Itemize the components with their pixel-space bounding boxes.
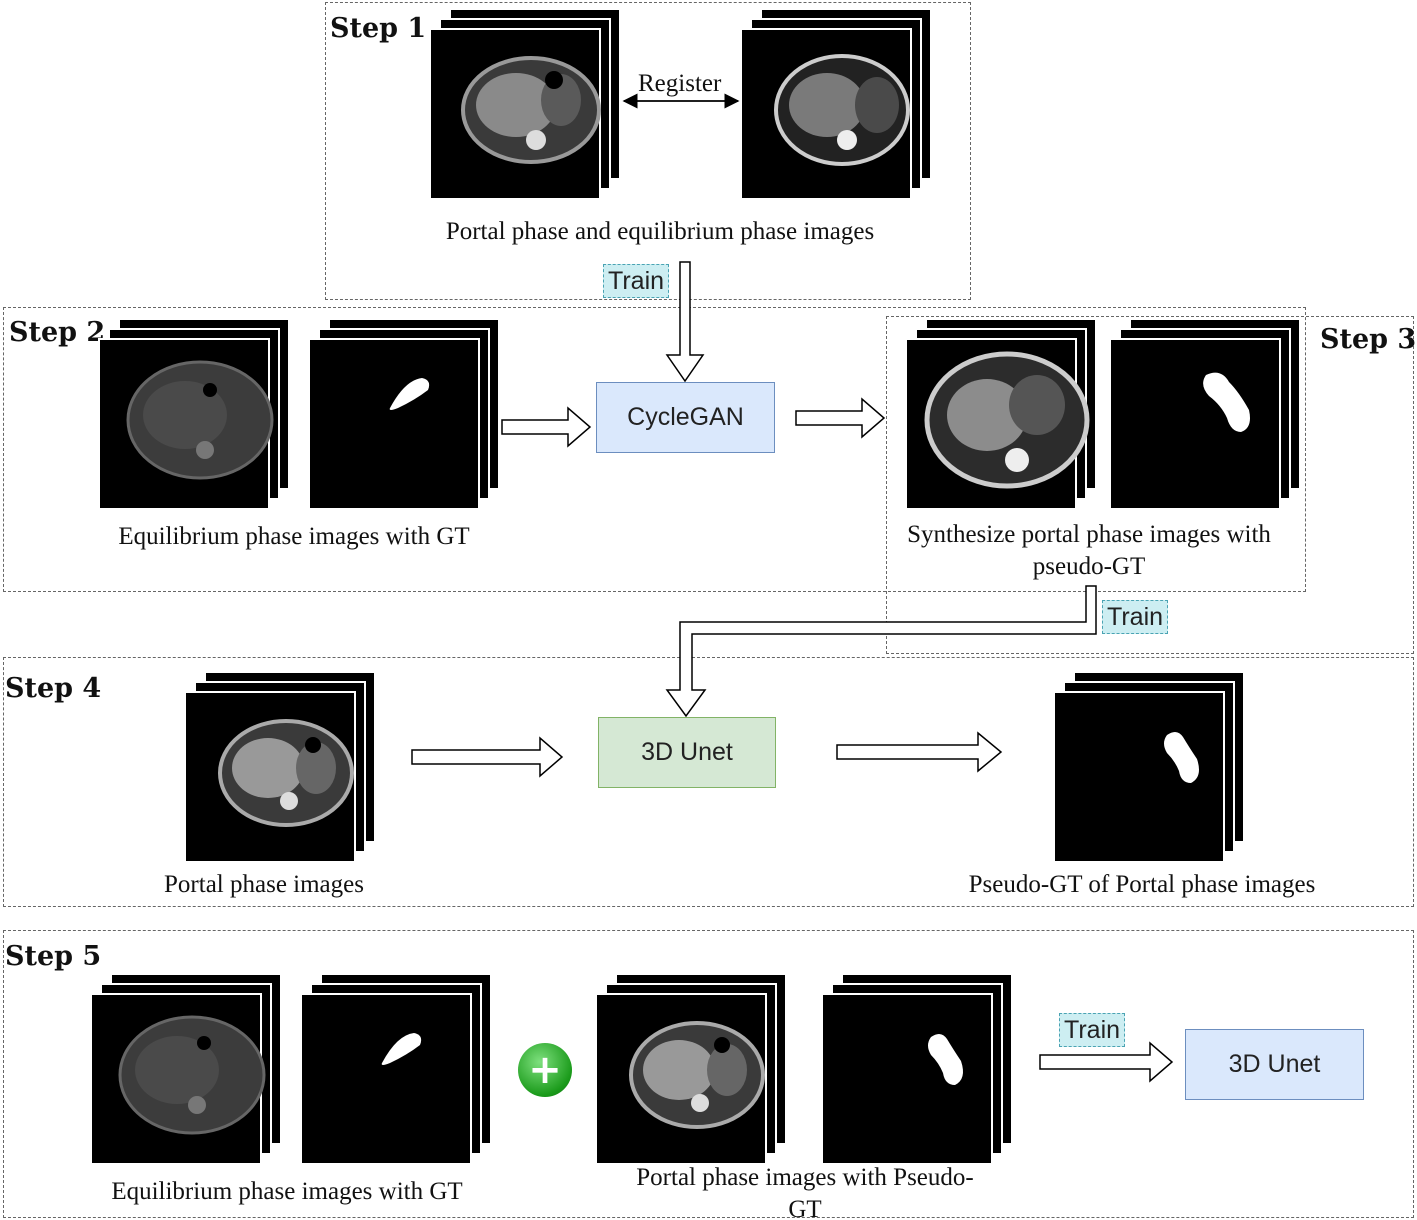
segmentation-mask-stack-icon (300, 973, 492, 1165)
plus-circle-icon: + (518, 1043, 572, 1097)
step5-caption-right: Portal phase images with Pseudo-GT (636, 1164, 974, 1218)
step4-caption-right: Pseudo-GT of Portal phase images (968, 871, 1316, 898)
step3-title: Step 3 (1320, 324, 1417, 355)
train-label-step3: Train (1102, 600, 1169, 634)
step1-caption: Portal phase and equilibrium phase image… (445, 218, 875, 245)
train-arrow-step3 (665, 585, 1097, 718)
step5-box (3, 930, 1414, 1218)
step2-title: Step 2 (9, 317, 106, 348)
flow-arrow (501, 406, 592, 448)
ct-slice-stack-icon (90, 973, 282, 1165)
step2-caption: Equilibrium phase images with GT (118, 523, 470, 550)
segmentation-mask-stack-icon (1109, 318, 1301, 510)
cyclegan-box: CycleGAN (596, 382, 775, 453)
step1-title: Step 1 (330, 13, 427, 44)
ct-slice-stack-icon (184, 671, 376, 863)
flow-arrow (795, 397, 886, 439)
ct-slice-stack-icon (740, 8, 932, 200)
step1-box (325, 2, 971, 300)
flow-arrow (836, 731, 1003, 773)
step4-box (3, 657, 1414, 907)
step3-caption: Synthesize portal phase images with pseu… (907, 521, 1271, 580)
step5-title: Step 5 (5, 941, 102, 972)
segmentation-mask-stack-icon (1053, 671, 1245, 863)
train-arrow-step1 (665, 261, 705, 383)
ct-slice-stack-icon (98, 318, 290, 510)
ct-slice-stack-icon (595, 973, 787, 1165)
ct-slice-stack-icon (429, 8, 621, 200)
ct-slice-stack-icon (905, 318, 1097, 510)
step4-caption-left: Portal phase images (164, 871, 364, 898)
segmentation-mask-stack-icon (821, 973, 1013, 1165)
step4-title: Step 4 (5, 673, 102, 704)
step3-box (886, 316, 1414, 654)
unet-box-step5: 3D Unet (1185, 1029, 1364, 1100)
segmentation-mask-stack-icon (308, 318, 500, 510)
step2-box (3, 307, 1306, 592)
train-label-step1: Train (603, 264, 670, 298)
flow-arrow (411, 736, 564, 778)
train-label-step5: Train (1059, 1013, 1126, 1047)
unet-box-step4: 3D Unet (598, 717, 776, 788)
step5-caption-left: Equilibrium phase images with GT (111, 1178, 463, 1205)
train-arrow-step5 (1039, 1041, 1174, 1083)
register-label: Register (638, 70, 722, 97)
